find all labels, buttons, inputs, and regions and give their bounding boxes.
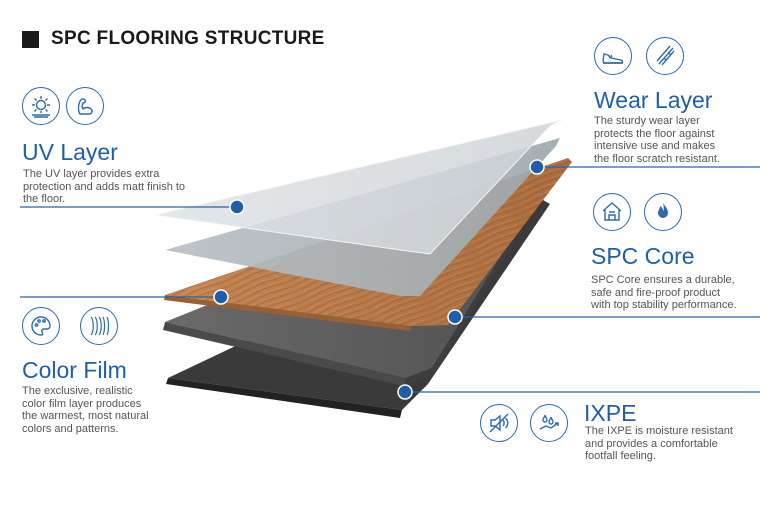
spc-core-name: SPC Core (591, 243, 695, 269)
wear-desc-line: protects the floor against (594, 127, 715, 140)
house-icon (593, 193, 631, 231)
mute-icon (480, 404, 518, 442)
flexed-arm-icon (66, 87, 104, 125)
wear-desc-line: the floor scratch resistant. (594, 152, 720, 165)
uv-layer (154, 119, 563, 255)
wear-desc-line: intensive use and makes (594, 140, 716, 152)
uv-desc-line: The UV layer provides extra (23, 168, 160, 180)
film-desc-line: the warmest, most natural (22, 410, 149, 422)
flame-icon (644, 193, 682, 231)
title-square-icon (22, 30, 39, 48)
wear-desc-line: The sturdy wear layer (594, 115, 700, 127)
ixpe-desc-line: footfall feeling. (585, 450, 656, 462)
moisture-icon (530, 404, 568, 442)
film-desc-line: colors and patterns. (22, 422, 119, 435)
uv-leader-dot (229, 199, 245, 215)
spc-core-description: SPC Core ensures a durable, safe and fir… (591, 274, 737, 312)
color-film-name: Color Film (22, 357, 127, 383)
core-desc-line: safe and fire-proof product (591, 286, 721, 299)
wear-leader-dot (529, 159, 545, 175)
leader-dots (213, 159, 545, 400)
core-desc-line: with top stability performance. (591, 299, 737, 311)
title-block: SPC FLOORING STRUCTURE (22, 28, 325, 50)
scratch-icon (646, 37, 684, 75)
palette-icon (22, 307, 60, 345)
ixpe-leader-dot (397, 384, 413, 400)
wear-layer-description: The sturdy wear layer protects the floor… (594, 115, 720, 165)
core-desc-line: SPC Core ensures a durable, (591, 274, 735, 286)
uv-desc-line: protection and adds matt finish to (23, 180, 186, 193)
film-desc-line: color film layer produces (22, 397, 142, 410)
color-film-description: The exclusive, realistic color film laye… (22, 385, 149, 435)
leader-lines (20, 166, 760, 393)
film-desc-line: The exclusive, realistic (22, 385, 133, 397)
page-title: SPC FLOORING STRUCTURE (51, 28, 325, 49)
ixpe-name: IXPE (584, 400, 637, 426)
ixpe-desc-line: and provides a comfortable (585, 437, 718, 450)
wood-grain-icon (80, 307, 118, 345)
ixpe-desc-line: The IXPE is moisture resistant (585, 425, 733, 437)
uv-desc-line: the floor. (23, 193, 66, 205)
wear-layer-name: Wear Layer (594, 87, 713, 113)
sneaker-icon (594, 37, 632, 75)
film-leader-dot (213, 289, 229, 305)
sun-icon (22, 87, 60, 125)
uv-layer-description: The UV layer provides extra protection a… (23, 168, 185, 206)
ixpe-description: The IXPE is moisture resistant and provi… (585, 425, 733, 463)
uv-layer-name: UV Layer (22, 139, 118, 165)
core-leader-dot (447, 309, 463, 325)
